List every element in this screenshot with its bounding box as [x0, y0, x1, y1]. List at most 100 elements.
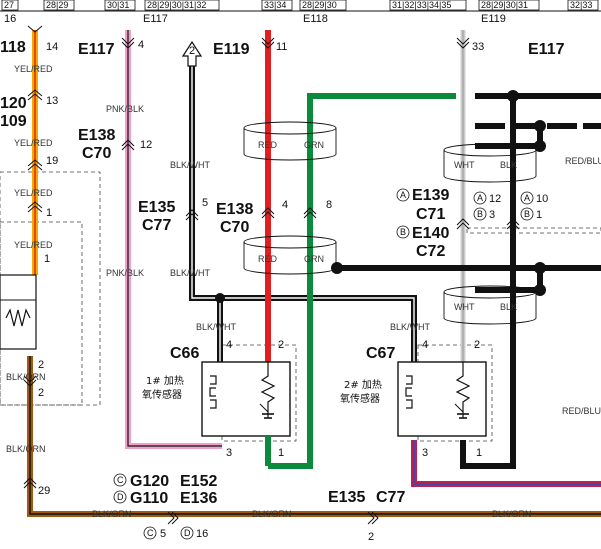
circ-a3: A	[524, 193, 530, 203]
circ-b1: B	[400, 227, 406, 237]
center-e138-b: E138	[216, 201, 253, 218]
right-pin-a10: 10	[536, 193, 548, 205]
bottom-e136: E136	[180, 490, 217, 507]
c66-pin-3: 3	[226, 447, 232, 459]
bottom-circ-d2: D	[184, 528, 191, 538]
label-118: 118	[0, 39, 26, 56]
center-e119: E119	[213, 41, 250, 58]
bottom-g120: G120	[130, 473, 169, 490]
label-109: 109	[0, 113, 27, 130]
wire-blkorn-c: BLK/ORN	[492, 509, 532, 519]
c66-pin-4: 4	[226, 339, 232, 351]
shield-grn-1: GRN	[304, 140, 324, 150]
up-arrow-icon	[181, 40, 203, 67]
c67-pin-3: 3	[422, 447, 428, 459]
wire-yelred-4: YEL/RED	[14, 240, 53, 250]
right-pin-b3: 3	[489, 209, 495, 221]
center-pin-12: 12	[140, 139, 152, 151]
center-c77: C77	[142, 217, 171, 234]
wire-blkwht-4: BLK/WHT	[390, 322, 431, 332]
bottom-circ-c2: C	[147, 528, 154, 538]
center-e135: E135	[138, 199, 175, 216]
header-pins-9: 32|33	[570, 0, 592, 10]
bottom-e135: E135	[328, 489, 365, 506]
right-c71: C71	[416, 206, 445, 223]
header-pins-6: 28|29|30	[302, 0, 337, 10]
wire-blkwht-1: BLK/WHT	[170, 160, 211, 170]
right-pin-a12: 12	[489, 193, 501, 205]
center-e138: E138	[78, 127, 115, 144]
circ-a1: A	[400, 190, 406, 200]
center-pin-4: 4	[138, 39, 144, 51]
wire-yelred-1: YEL/RED	[14, 64, 53, 74]
header-pins-4: 28|29|30|31|32	[147, 0, 206, 10]
wire-blkwht-3: BLK/WHT	[196, 322, 237, 332]
header-strip: 27 28|29 30|31 28|29|30|31|32 33|34 28|2…	[0, 0, 601, 25]
circ-a2: A	[477, 193, 483, 203]
c67-pin-2: 2	[474, 339, 480, 351]
header-conn-e117: E117	[143, 13, 168, 25]
pin-19: 19	[46, 155, 58, 167]
connector-c67: C67	[366, 345, 395, 362]
wire-blkorn-1: BLK/ORN	[6, 372, 46, 382]
pin-2a: 2	[38, 359, 44, 371]
right-pin-33: 33	[472, 41, 484, 53]
wire-blkwht-2: BLK/WHT	[170, 268, 211, 278]
right-e117: E117	[528, 41, 565, 58]
bottom-pin-2: 2	[368, 531, 374, 543]
c66-name-1: 1# 加热	[146, 374, 184, 387]
dashed-outlines	[0, 171, 601, 442]
pin-14: 14	[46, 41, 58, 53]
right-c72: C72	[416, 243, 445, 260]
bottom-e152: E152	[180, 473, 217, 490]
wire-blkorn-a: BLK/ORN	[92, 509, 132, 519]
header-pins-1: 27	[4, 0, 14, 10]
bottom-c77: C77	[376, 489, 405, 506]
header-pins-2: 28|29	[46, 0, 68, 10]
bottom-circ-d: D	[117, 492, 124, 502]
left-heater	[0, 274, 37, 350]
header-pins-5: 33|34	[264, 0, 286, 10]
header-pin-16: 16	[4, 13, 16, 25]
label-120: 120	[0, 95, 27, 112]
c66-pin-1: 1	[278, 447, 284, 459]
center-e117: E117	[78, 41, 115, 58]
circ-b2: B	[477, 209, 483, 219]
circ-b3: B	[524, 209, 530, 219]
bottom-pin-c5: 5	[160, 528, 166, 540]
c66-name-2: 氧传感器	[142, 388, 182, 401]
shield-red-2: RED	[258, 254, 278, 264]
wire-yelred-2: YEL/RED	[14, 138, 53, 148]
right-e140: E140	[412, 225, 449, 242]
c67-name-1: 2# 加热	[344, 378, 382, 391]
c67-pin-1: 1	[476, 447, 482, 459]
wire-blkorn-b: BLK/ORN	[252, 509, 292, 519]
shield-red-1: RED	[258, 140, 278, 150]
center-pin-11: 11	[276, 41, 287, 53]
center-pin-2-arrow: 2	[189, 45, 195, 57]
center-c70-b: C70	[220, 219, 249, 236]
c67-pin-4: 4	[422, 339, 428, 351]
header-conn-e119: E119	[481, 13, 506, 25]
shield-wht-2: WHT	[454, 302, 475, 312]
shield-wht-1: WHT	[454, 160, 475, 170]
pin-2b: 2	[38, 387, 44, 399]
sensor-c67	[397, 361, 487, 437]
shield-blk-2: BLK	[500, 302, 517, 312]
splice-dots	[215, 90, 546, 303]
pin-29: 29	[38, 485, 50, 497]
c67-name-2: 氧传感器	[340, 392, 380, 405]
header-pins-7: 31|32|33|34|35	[392, 0, 451, 10]
pin-1a: 1	[46, 207, 52, 219]
bottom-pin-d16: 16	[196, 528, 208, 540]
sensor-c66	[201, 361, 291, 466]
right-e139: E139	[412, 187, 449, 204]
center-pin-4b: 4	[282, 199, 288, 211]
wire-redblu-1: RED/BLU	[565, 156, 601, 166]
bottom-circ-c: C	[117, 475, 124, 485]
connector-chevrons	[23, 25, 520, 525]
shield-grn-2: GRN	[304, 254, 324, 264]
header-pins-8: 28|29|30|31	[481, 0, 528, 10]
